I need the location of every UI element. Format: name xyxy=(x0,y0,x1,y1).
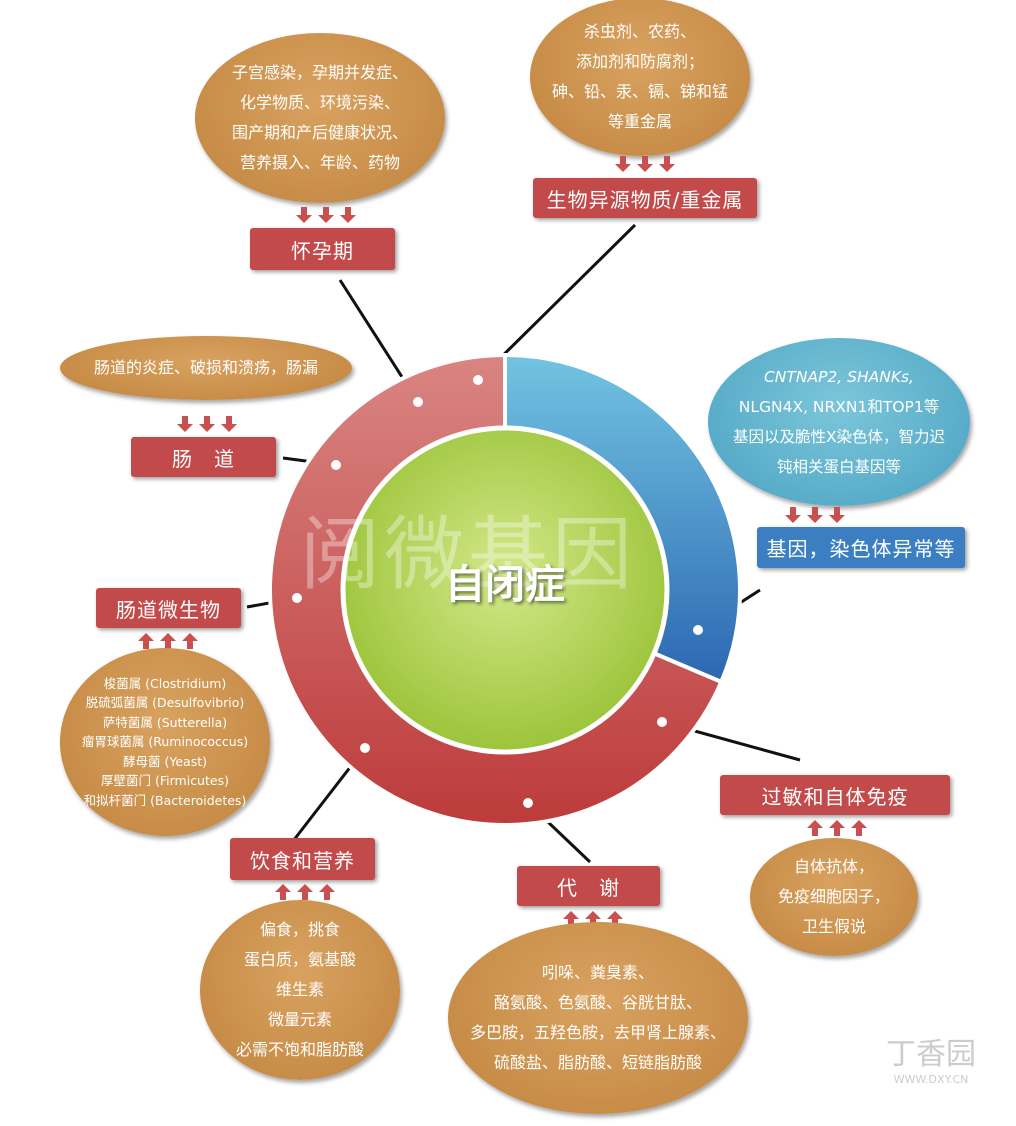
factor-metabolism: 代 谢 xyxy=(517,866,660,906)
connector-dot xyxy=(360,743,370,753)
center-circle xyxy=(340,425,670,755)
factor-gut-microbes: 肠道微生物 xyxy=(96,588,241,628)
dxy-text: 丁香园 xyxy=(886,1037,976,1072)
detail: CNTNAP2, SHANKs, xyxy=(763,368,914,386)
detail: 免疫细胞因子， xyxy=(777,887,890,906)
factor-xenobiotics: 生物异源物质/重金属 xyxy=(533,178,757,218)
detail: 酪氨酸、色氨酸、谷胱甘肽、 xyxy=(493,993,702,1012)
arrows-up xyxy=(807,820,867,836)
detail: 肠道的炎症、破损和溃疡，肠漏 xyxy=(93,358,318,377)
allergy-details: 自体抗体， 免疫细胞因子， 卫生假说 xyxy=(750,838,918,956)
detail: 杀虫剂、农药、 xyxy=(583,22,696,41)
genetic-details: CNTNAP2, SHANKs, NLGN4X, NRXN1和TOP1等基因以及脆… xyxy=(708,338,970,506)
detail: NLGN4X, NRXN1和TOP1等 xyxy=(738,398,940,416)
gut-details: 肠道的炎症、破损和溃疡，肠漏 xyxy=(60,336,352,400)
arrows-down xyxy=(785,507,845,523)
detail: 营养摄入、年龄、药物 xyxy=(239,153,400,172)
detail: 微量元素 xyxy=(267,1010,332,1029)
detail: 厚壁菌门 (Firmicutes) xyxy=(101,773,229,789)
detail: 和拟杆菌门 (Bacteroidetes) xyxy=(83,792,247,808)
detail: 卫生假说 xyxy=(801,917,866,936)
factor-pregnancy: 怀孕期 xyxy=(250,228,395,270)
detail: 酵母菌 (Yeast) xyxy=(123,753,207,769)
arrows-up xyxy=(138,633,198,649)
detail: 蛋白质，氨基酸 xyxy=(243,950,356,969)
factor-genetic: 基因，染色体异常等 xyxy=(757,527,965,568)
connector-dot xyxy=(657,717,667,727)
detail: 钝相关蛋白基因等 xyxy=(776,458,901,476)
arrows-up xyxy=(275,884,335,900)
pregnancy-details: 子宫感染，孕期并发症、化学物质、环境污染、围产期和产后健康状况、营养摄入、年龄、… xyxy=(195,33,445,203)
factor-gut: 肠 道 xyxy=(131,437,276,477)
detail: 萨特菌属 (Sutterella) xyxy=(102,714,228,730)
connector-dot xyxy=(523,798,533,808)
connector-dot xyxy=(693,625,703,635)
arrows-down xyxy=(615,156,675,172)
detail: 脱硫弧菌属 (Desulfovibrio) xyxy=(85,695,245,711)
factor-allergy-autoimmunity: 过敏和自体免疫 xyxy=(720,775,950,815)
gut-microbes-details: 梭菌属 (Clostridium) 脱硫弧菌属 (Desulfovibrio) 萨特… xyxy=(60,648,270,836)
connector-dot xyxy=(473,375,483,385)
watermark-logo: 阅微基因 xyxy=(300,508,636,601)
detail: 瘤胃球菌属 (Ruminococcus) xyxy=(81,734,249,750)
detail: 自体抗体， xyxy=(793,857,874,876)
detail: 梭菌属 (Clostridium) xyxy=(103,675,227,691)
arrows-down xyxy=(177,416,237,432)
connector-dot xyxy=(331,460,341,470)
diet-details: 偏食，挑食蛋白质，氨基酸维生素微量元素必需不饱和脂肪酸 xyxy=(200,900,400,1080)
detail: 等重金属 xyxy=(607,112,672,131)
dxy-url: WWW.DXY.CN xyxy=(893,1073,969,1086)
arrows-down xyxy=(296,207,356,223)
detail: 硫酸盐、脂肪酸、短链脂肪酸 xyxy=(493,1053,702,1072)
center-label: 自闭症 xyxy=(445,562,565,608)
detail: 偏食，挑食 xyxy=(259,920,340,939)
detail: 维生素 xyxy=(275,980,324,999)
detail: 子宫感染，孕期并发症、 xyxy=(231,63,408,82)
detail: 多巴胺，五羟色胺，去甲肾上腺素、 xyxy=(469,1023,726,1042)
xenobiotics-details: 杀虫剂、农药、添加剂和防腐剂； 砷、铅、汞、镉、锑和锰等重金属 xyxy=(530,0,750,156)
detail: 吲哚、粪臭素、 xyxy=(541,963,654,982)
factor-diet-nutrition: 饮食和营养 xyxy=(230,838,375,880)
detail: 添加剂和防腐剂； xyxy=(575,52,704,71)
detail: 围产期和产后健康状况、 xyxy=(231,123,408,142)
detail: 必需不饱和脂肪酸 xyxy=(235,1040,364,1059)
metabolism-details: 吲哚、粪臭素、酪氨酸、色氨酸、谷胱甘肽、多巴胺，五羟色胺，去甲肾上腺素、硫酸盐、… xyxy=(448,922,748,1114)
detail: 砷、铅、汞、镉、锑和锰 xyxy=(551,82,728,101)
connector-dot xyxy=(413,397,423,407)
detail: 基因以及脆性X染色体，智力迟 xyxy=(732,428,946,446)
connector-dot xyxy=(292,593,302,603)
detail: 化学物质、环境污染、 xyxy=(239,93,400,112)
